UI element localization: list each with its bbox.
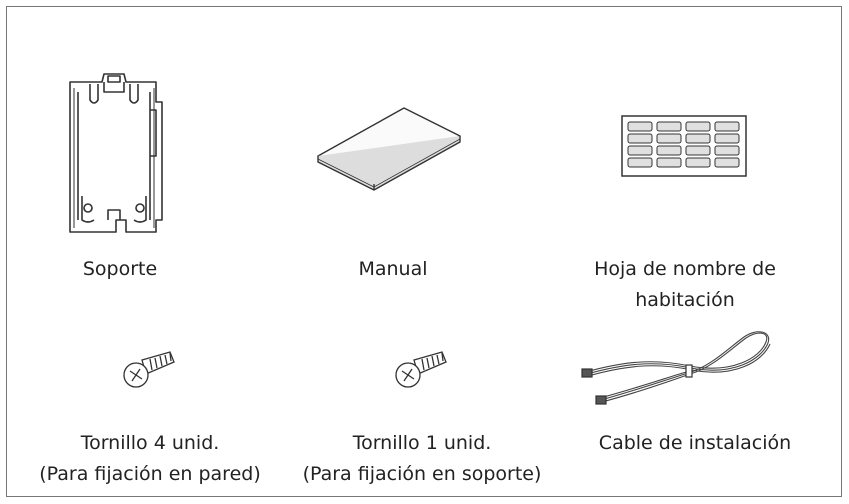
label-screw1-line2: (Para fijación en soporte): [302, 463, 542, 485]
label-screw4-line1: Tornillo 4 unid.: [80, 432, 220, 454]
label-name-sheet-line1: Hoja de nombre de: [594, 258, 776, 280]
screw-icon: [395, 351, 447, 388]
name-sheet-icon: [621, 115, 747, 177]
cable-icon: [581, 331, 771, 405]
label-name-sheet-line2: habitación: [635, 289, 735, 311]
label-cable: Cable de instalación: [598, 432, 792, 454]
manual-icon: [317, 107, 461, 191]
label-manual: Manual: [358, 258, 428, 280]
bracket-icon: [69, 73, 163, 233]
accessories-panel: [6, 6, 842, 497]
label-soporte: Soporte: [82, 258, 158, 280]
label-screw4-line2: (Para fijación en pared): [39, 463, 261, 485]
label-screw1-line1: Tornillo 1 unid.: [352, 432, 492, 454]
screw-icon: [123, 351, 175, 388]
